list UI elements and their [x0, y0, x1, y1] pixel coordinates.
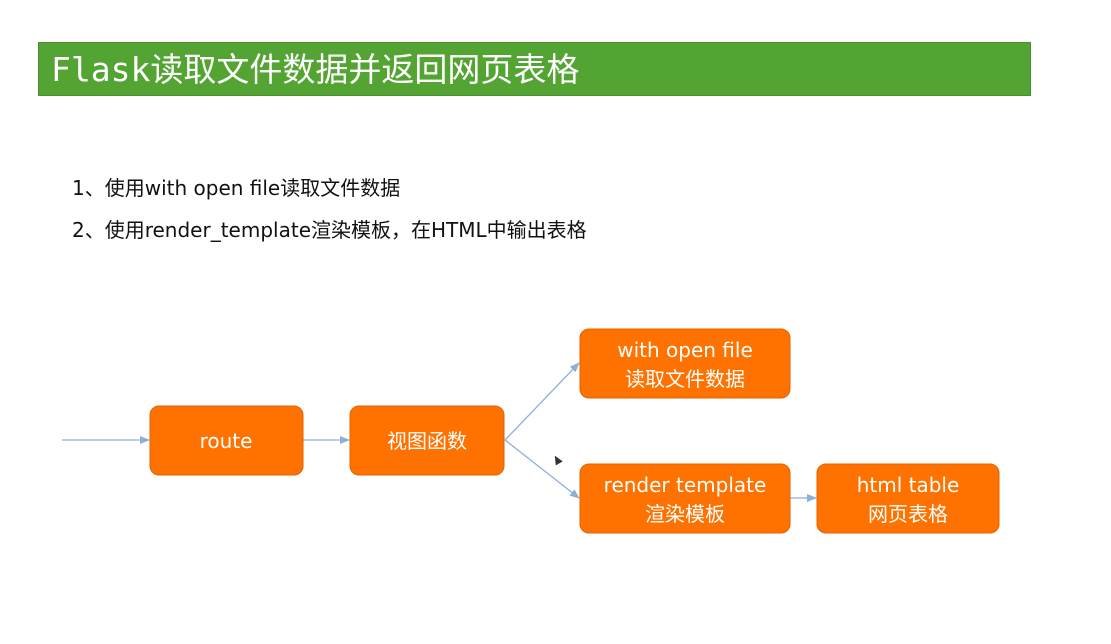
bullet-2: 2、使用render_template渲染模板，在HTML中输出表格 — [72, 218, 587, 242]
slide-title: Flask读取文件数据并返回网页表格 — [51, 49, 580, 89]
title-bar: Flask读取文件数据并返回网页表格 — [38, 42, 1031, 96]
edge-view-withopen — [504, 362, 580, 441]
node-route: route — [149, 405, 304, 476]
bullet-list: 1、使用with open file读取文件数据 2、使用render_temp… — [72, 172, 587, 256]
node-route-label: route — [200, 429, 253, 453]
node-with-open-file: with open file 读取文件数据 — [579, 328, 791, 399]
node-render-template: render template 渲染模板 — [579, 463, 791, 534]
node-render-template-line1: render template — [604, 473, 767, 497]
node-with-open-file-line2: 读取文件数据 — [625, 367, 745, 391]
node-view-function-label: 视图函数 — [387, 429, 467, 453]
node-html-table-line2: 网页表格 — [868, 502, 948, 526]
node-html-table-line1: html table — [857, 473, 960, 497]
node-with-open-file-line1: with open file — [617, 338, 753, 362]
bullet-1: 1、使用with open file读取文件数据 — [72, 176, 401, 200]
edge-view-render — [504, 439, 580, 499]
node-view-function: 视图函数 — [349, 405, 505, 476]
node-render-template-line2: 渲染模板 — [645, 502, 725, 526]
node-html-table: html table 网页表格 — [816, 463, 1000, 534]
